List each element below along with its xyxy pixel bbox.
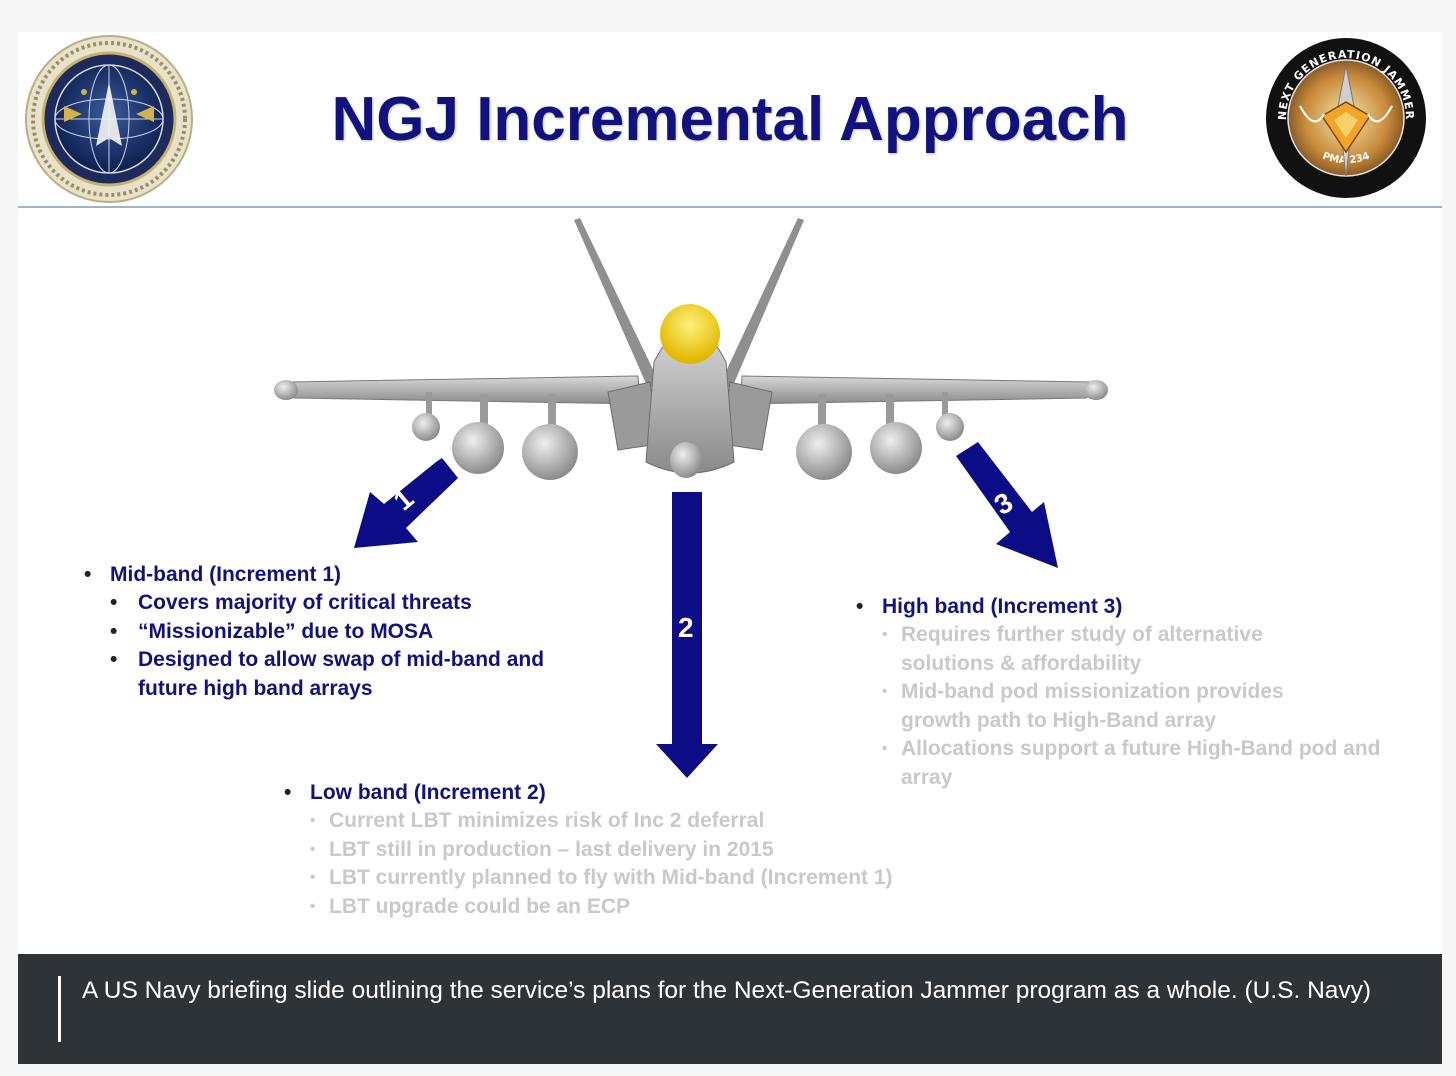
left-wingtip-missile: [274, 380, 298, 400]
right-outer-jammer-pod: [870, 422, 922, 474]
left-vertical-tail: [574, 218, 660, 388]
navy-seal-logo: [25, 35, 193, 203]
increment-2-bullet: LBT currently planned to fly with Mid-ba…: [310, 864, 1044, 893]
caption-text: A US Navy briefing slide outlining the s…: [82, 977, 1372, 1004]
increment-3-bullets: High band (Increment 3) Requires further…: [856, 592, 1436, 792]
increment-1-bullet: “Missionizable” due to MOSA: [110, 618, 604, 647]
right-wing: [739, 375, 1101, 405]
increment-3-heading: High band (Increment 3): [856, 592, 1436, 621]
next-generation-jammer-patch-logo: NEXT GENERATION JAMMER PMA 234: [1266, 38, 1426, 198]
right-vertical-tail: [720, 218, 804, 388]
increment-2-bullets: Low band (Increment 2) Current LBT minim…: [284, 778, 1044, 921]
increment-2-bullet: LBT upgrade could be an ECP: [310, 893, 1044, 922]
image-caption: A US Navy briefing slide outlining the s…: [18, 954, 1442, 1064]
increment-3-bullet: Requires further study of alternative so…: [882, 621, 1331, 678]
increment-2-heading: Low band (Increment 2): [284, 778, 1044, 807]
increment-3-bullet: Mid-band pod missionization provides gro…: [882, 678, 1341, 735]
increment-3-bullet: Allocations support a future High-Band p…: [882, 735, 1421, 792]
left-wing: [279, 375, 641, 405]
fa-18-growler-aircraft: [274, 218, 1108, 480]
left-inner-jammer-pod: [522, 424, 578, 480]
increment-1-bullet: Covers majority of critical threats: [110, 589, 604, 618]
increment-1-bullets: Mid-band (Increment 1) Covers majority o…: [84, 560, 604, 703]
increment-1-heading: Mid-band (Increment 1): [84, 560, 604, 589]
briefing-slide: NGJ Incremental Approach NEXT GENERATION…: [18, 32, 1442, 954]
right-inner-jammer-pod: [796, 424, 852, 480]
slide-title: NGJ Incremental Approach: [331, 85, 1129, 154]
arrow-increment-2: [656, 492, 718, 778]
under-wing-stores: [412, 392, 964, 480]
increment-1-bullet: Designed to allow swap of mid-band and f…: [110, 646, 558, 703]
arrow-increment-3: [956, 442, 1058, 568]
arrow-increment-1: [354, 458, 458, 548]
centerline-pod: [670, 442, 702, 478]
canopy: [660, 304, 720, 364]
caption-accent-bar: [58, 976, 61, 1042]
right-wingtip-missile: [1084, 380, 1108, 400]
aircraft-diagram: [274, 218, 1108, 778]
title-divider: [18, 206, 1442, 208]
figure: NGJ Incremental Approach NEXT GENERATION…: [18, 32, 1442, 1064]
increment-2-bullet: Current LBT minimizes risk of Inc 2 defe…: [310, 807, 1044, 836]
left-outer-jammer-pod: [452, 422, 504, 474]
increment-2-bullet: LBT still in production – last delivery …: [310, 836, 1044, 865]
increment-2-number: 2: [678, 612, 694, 643]
